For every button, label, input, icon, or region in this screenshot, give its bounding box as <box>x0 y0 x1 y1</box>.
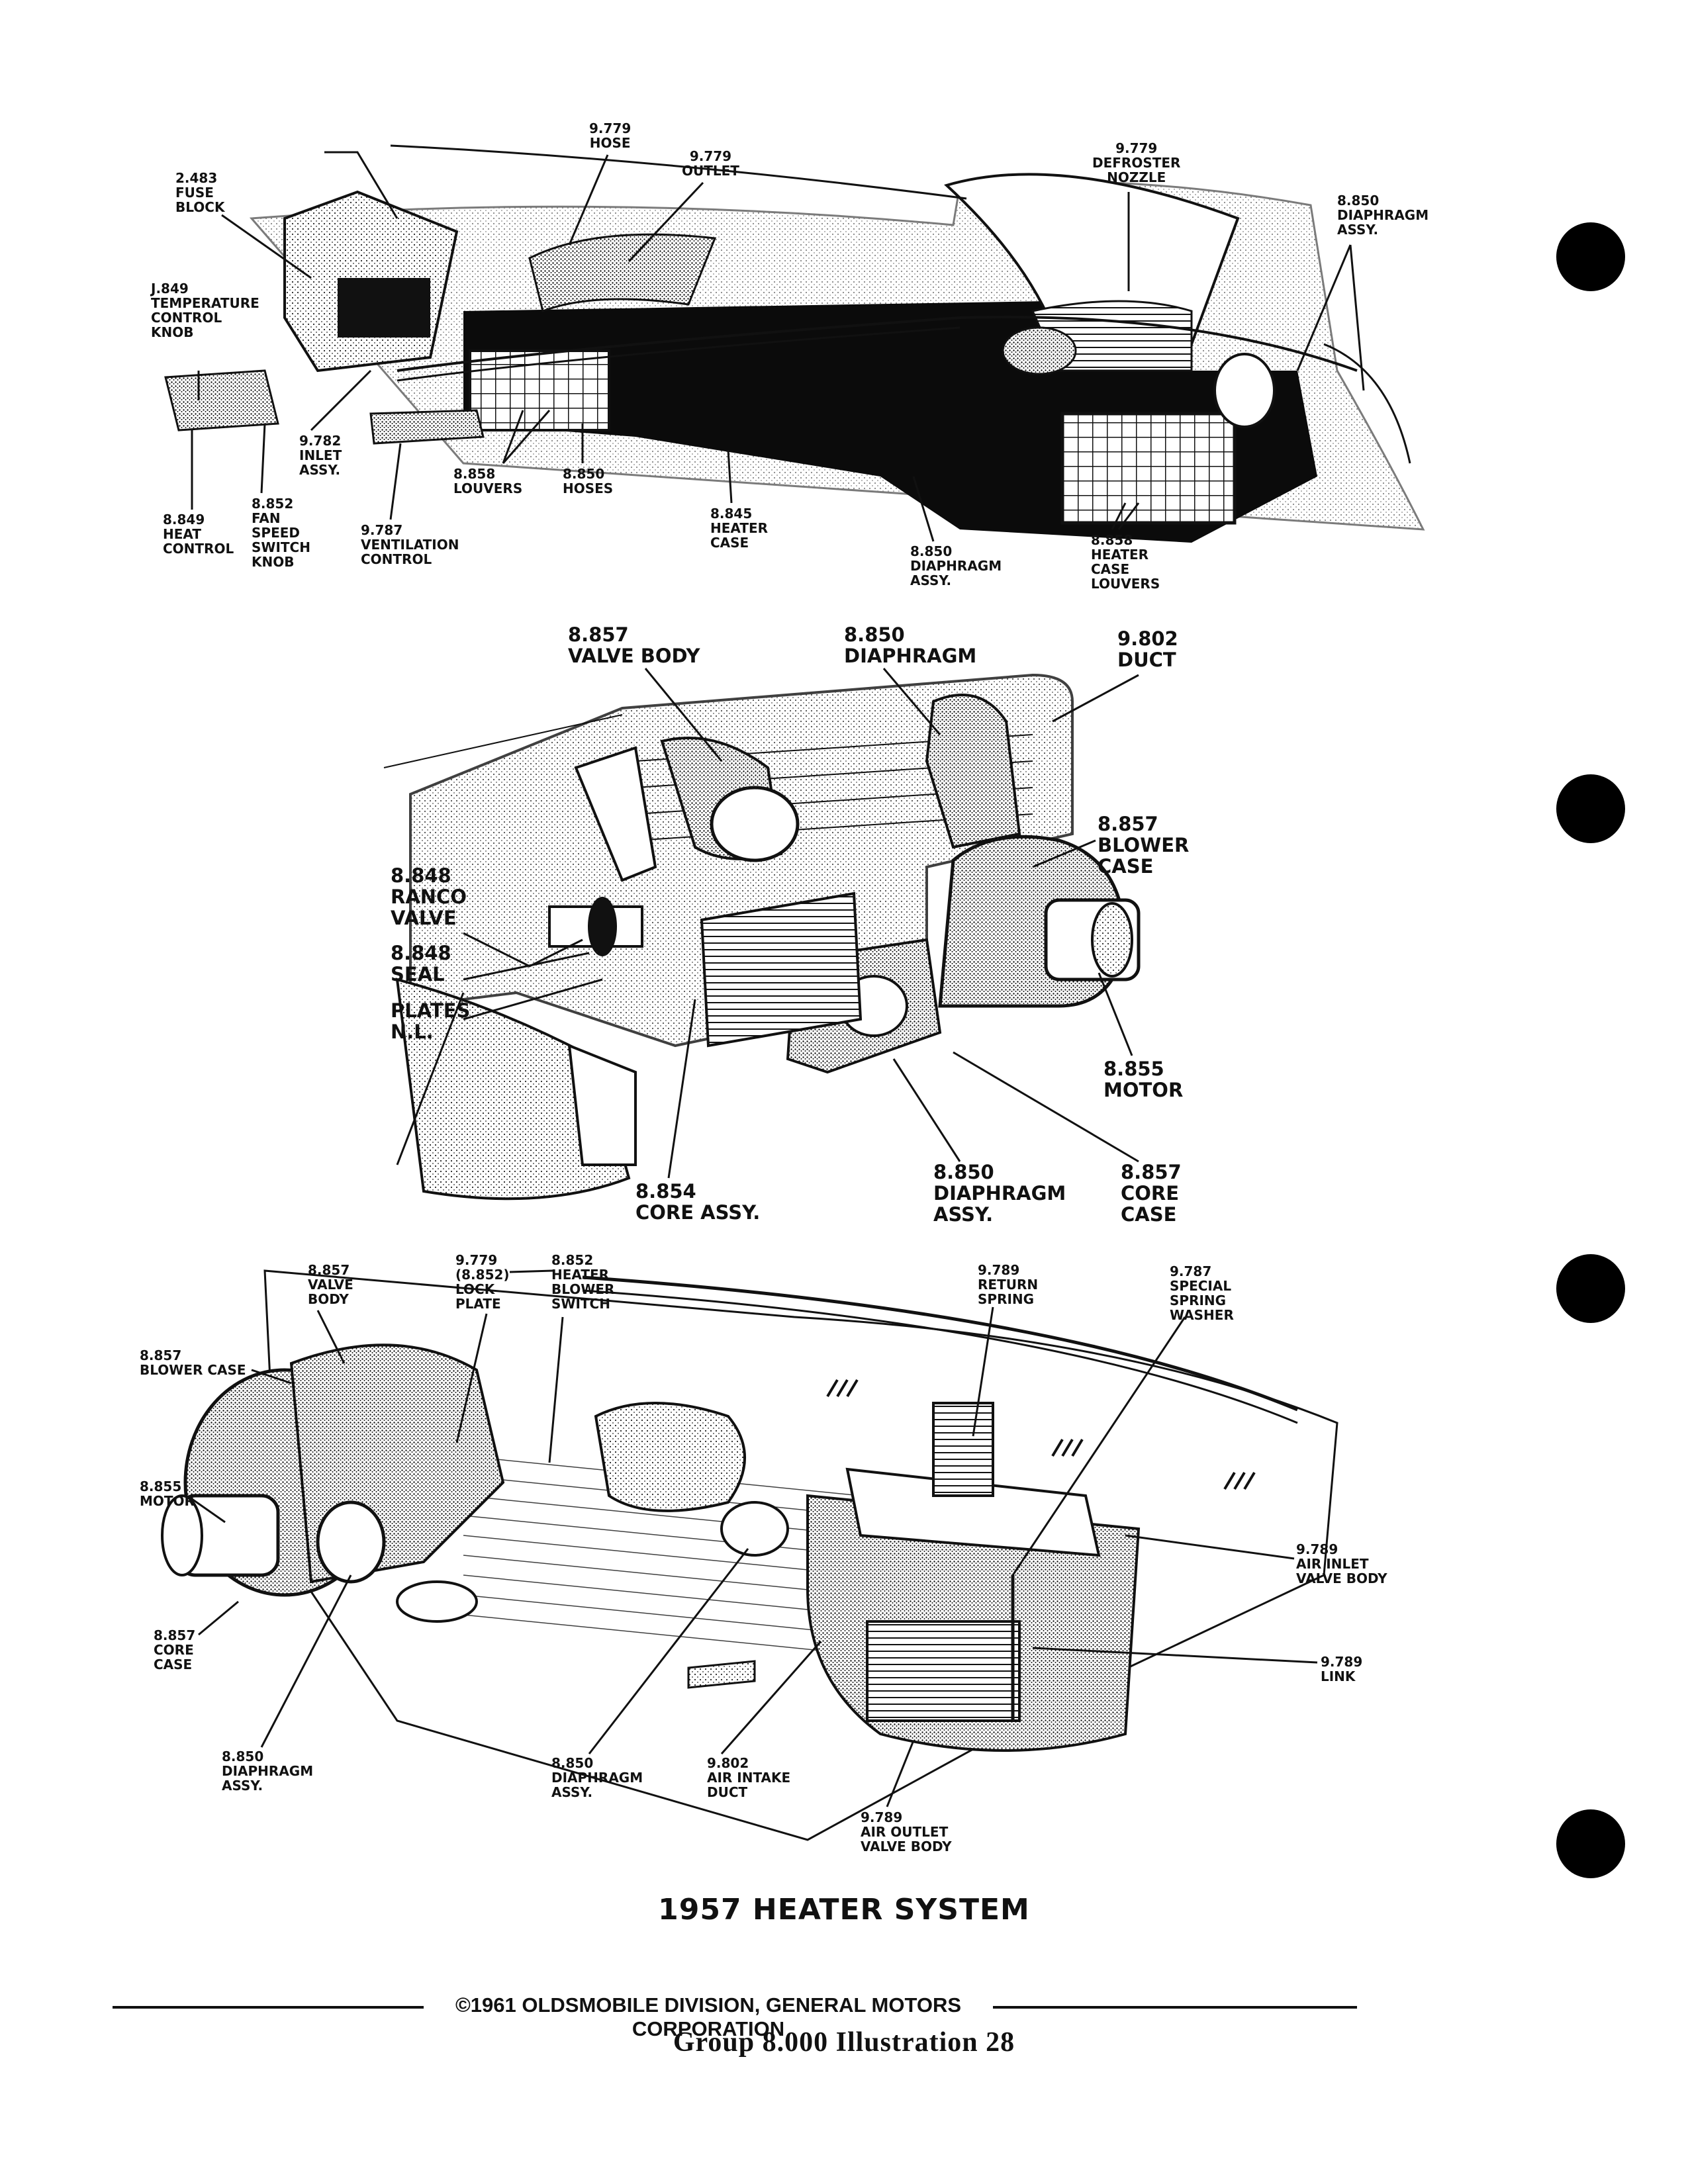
label-fuse-block: 2.483 FUSE BLOCK <box>175 170 225 215</box>
label-core-case-bottom: 8.857 CORE CASE <box>154 1627 196 1672</box>
label-air-outlet-valve-body: 9.789 AIR OUTLET VALVE BODY <box>861 1809 952 1854</box>
copyright-notice: ©1961 OLDSMOBILE DIVISION, GENERAL MOTOR… <box>424 1993 993 2041</box>
binder-hole-4 <box>1556 1809 1625 1878</box>
label-heat-control: 8.849 HEAT CONTROL <box>163 512 234 557</box>
label-motor-mid: 8.855 MOTOR <box>1103 1058 1184 1101</box>
label-hoses: 8.850 HOSES <box>563 466 614 496</box>
middle-blower-assembly-illustration <box>383 673 1141 1201</box>
label-fan-speed-switch-knob: 8.852 FAN SPEED SWITCH KNOB <box>252 496 310 570</box>
middle-leader-lines <box>463 668 1139 1179</box>
bottom-cowl-heater-illustration <box>161 1269 1338 1841</box>
label-air-inlet-valve-body: 9.789 AIR INLET VALVE BODY <box>1296 1541 1387 1586</box>
illustration-title: 1957 HEATER SYSTEM <box>658 1893 1030 1927</box>
label-seal: 8.848 SEAL <box>391 942 451 985</box>
label-blower-case-mid: 8.857 BLOWER CASE <box>1098 813 1190 878</box>
label-link: 9.789 LINK <box>1321 1654 1363 1684</box>
label-diaphragm-assy-mid: 8.850 DIAPHRAGM ASSY. <box>910 543 1002 588</box>
top-leader-lines <box>191 154 1365 542</box>
label-duct-mid: 9.802 DUCT <box>1117 627 1178 671</box>
label-core-case-mid: 8.857 CORE CASE <box>1121 1161 1182 1226</box>
label-blower-case-bottom: 8.857 BLOWER CASE <box>140 1347 246 1378</box>
top-dash-heater-illustration <box>0 0 1688 649</box>
label-motor-bottom: 8.855 MOTOR <box>140 1479 195 1509</box>
label-valve-body-bottom: 8.857 VALVE BODY <box>308 1262 353 1307</box>
label-defroster-nozzle: 9.779 DEFROSTER NOZZLE <box>1092 140 1181 185</box>
bottom-leader-lines <box>191 1269 1318 1807</box>
binder-hole-1 <box>1556 222 1625 291</box>
group-illustration-reference: Group 8.000 Illustration 28 <box>673 2027 1015 2058</box>
footer-rule-left <box>113 2006 430 2009</box>
label-heater-case: 8.845 HEATER CASE <box>710 506 769 551</box>
label-diaphragm-assy-top: 8.850 DIAPHRAGM ASSY. <box>1337 193 1429 238</box>
footer-rule-right <box>986 2006 1357 2009</box>
label-core-assy: 8.854 CORE ASSY. <box>635 1180 761 1224</box>
binder-hole-2 <box>1556 774 1625 843</box>
label-heater-case-louvers: 8.858 HEATER CASE LOUVERS <box>1091 532 1160 592</box>
label-heater-blower-switch: 8.852 HEATER BLOWER SWITCH <box>551 1252 615 1312</box>
label-special-spring-washer: 9.787 SPECIAL SPRING WASHER <box>1170 1263 1234 1323</box>
label-diaphragm-mid: 8.850 DIAPHRAGM <box>844 623 977 667</box>
label-temperature-control-knob: J.849 TEMPERATURE CONTROL KNOB <box>151 281 259 340</box>
label-return-spring: 9.789 RETURN SPRING <box>978 1262 1039 1307</box>
label-louvers: 8.858 LOUVERS <box>453 466 523 496</box>
label-lock-plate: 9.779 (8.852) LOCK PLATE <box>455 1252 510 1312</box>
label-air-intake-duct: 9.802 AIR INTAKE DUCT <box>707 1755 791 1800</box>
label-ventilation-control: 9.787 VENTILATION CONTROL <box>361 522 459 567</box>
label-outlet: 9.779 OUTLET <box>682 148 739 179</box>
label-diaphragm-assy-mid-fig: 8.850 DIAPHRAGM ASSY. <box>933 1161 1066 1226</box>
label-hose: 9.779 HOSE <box>589 120 632 151</box>
label-diaphragm-assy-left: 8.850 DIAPHRAGM ASSY. <box>222 1749 314 1794</box>
label-valve-body-mid: 8.857 VALVE BODY <box>568 623 700 667</box>
binder-hole-3 <box>1556 1254 1625 1323</box>
label-ranco-valve: 8.848 RANCO VALVE <box>391 864 467 929</box>
label-plates: PLATES N.L. <box>391 999 471 1043</box>
label-inlet-assy: 9.782 INLET ASSY. <box>299 433 342 478</box>
label-diaphragm-assy-center: 8.850 DIAPHRAGM ASSY. <box>551 1755 643 1800</box>
